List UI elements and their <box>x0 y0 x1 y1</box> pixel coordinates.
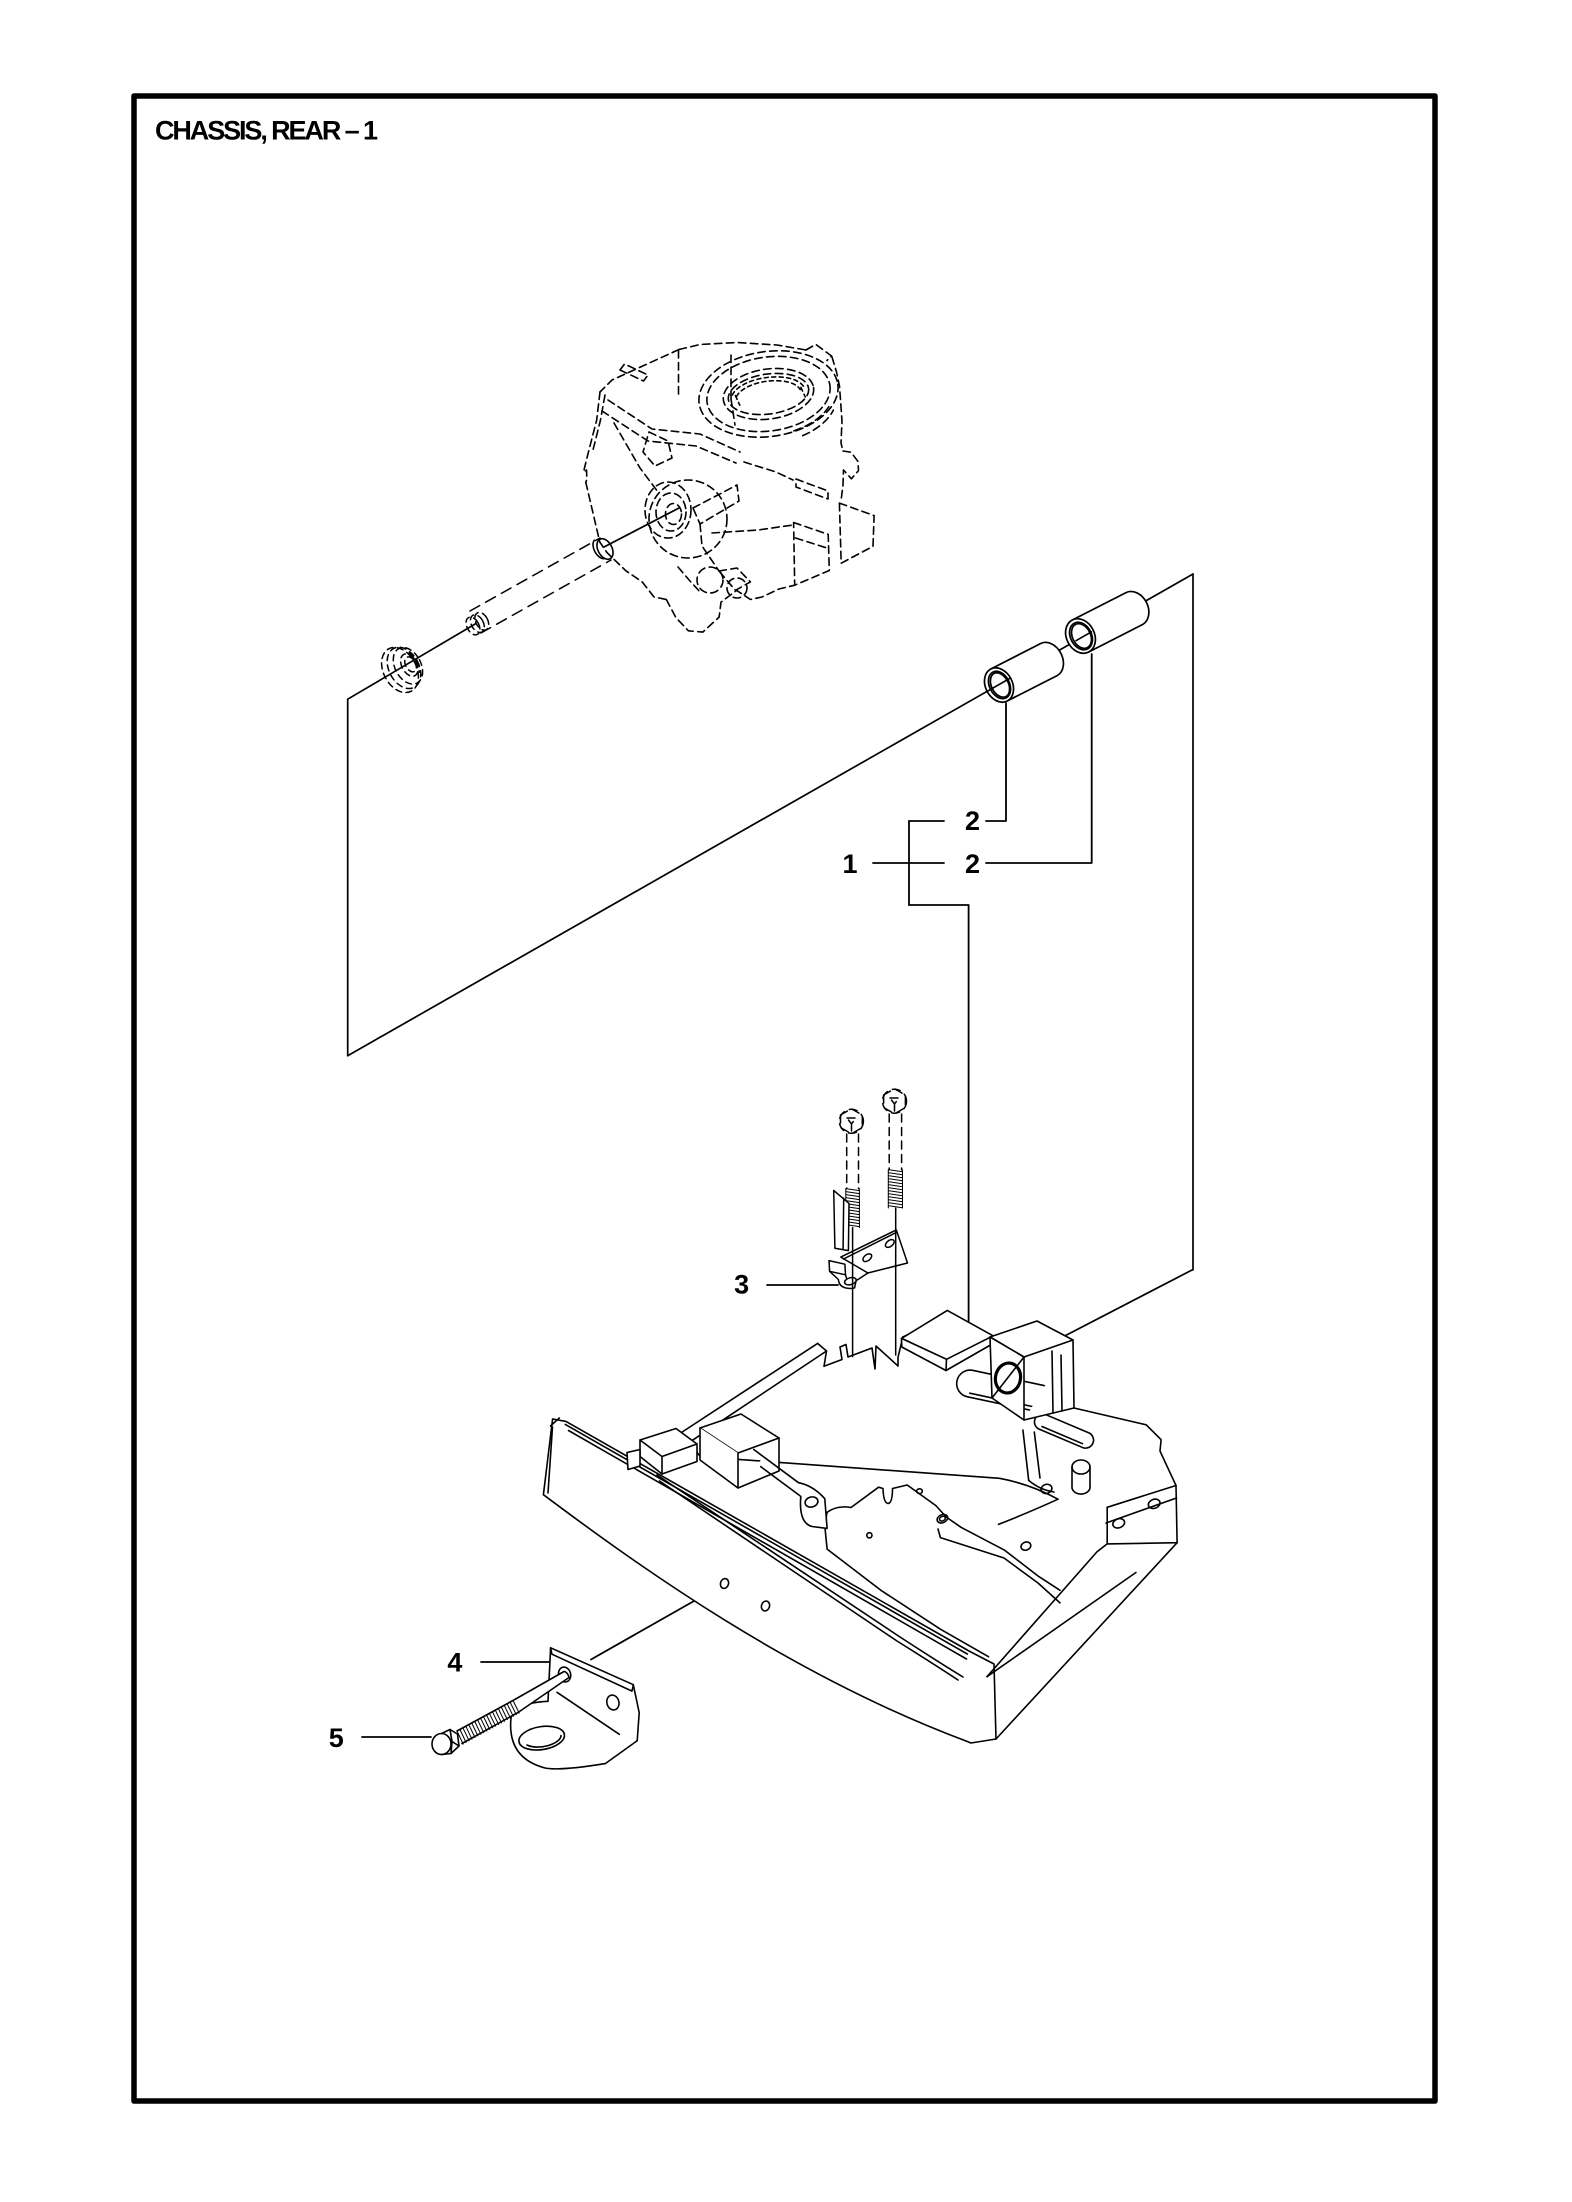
svg-text:2: 2 <box>965 806 980 836</box>
svg-text:3: 3 <box>734 1270 749 1300</box>
svg-text:CHASSIS, REAR – 1: CHASSIS, REAR – 1 <box>155 116 378 146</box>
svg-text:2: 2 <box>965 849 980 879</box>
svg-text:4: 4 <box>447 1648 462 1678</box>
svg-text:5: 5 <box>329 1723 344 1753</box>
svg-text:1: 1 <box>842 849 857 879</box>
